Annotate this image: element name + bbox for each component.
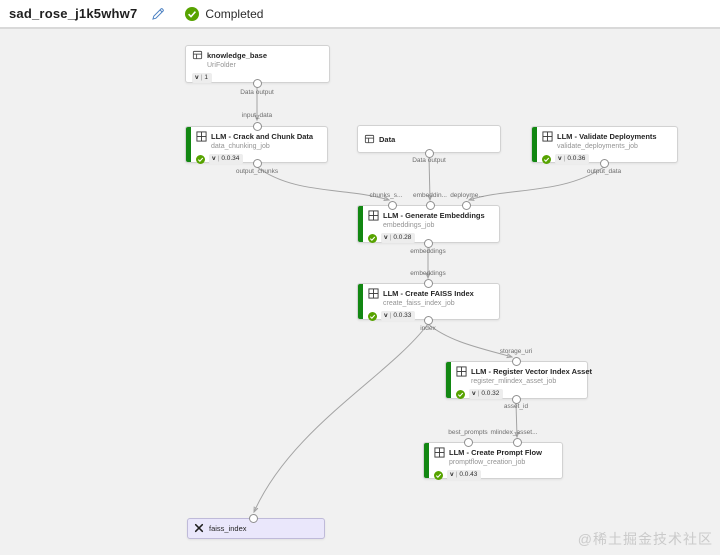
version-badge: v|0.0.33 xyxy=(381,311,416,321)
node-subtitle: validate_deployments_job xyxy=(557,143,638,150)
node-data[interactable]: Data xyxy=(357,125,501,153)
port-label: embeddings xyxy=(410,248,446,255)
success-check-icon xyxy=(196,154,205,164)
edge-faiss-to-faissindex-output[interactable] xyxy=(254,323,429,512)
edge-chunk-to-embeddings[interactable] xyxy=(256,166,389,200)
edge-faiss-to-register[interactable] xyxy=(427,323,512,357)
port-label: mlindex_asset... xyxy=(490,429,538,436)
node-title: LLM - Validate Deployments xyxy=(557,132,657,141)
node-title: faiss_index xyxy=(209,524,247,533)
x-dataset-icon xyxy=(194,523,205,534)
edit-pencil-icon[interactable] xyxy=(151,7,165,21)
port-label: asset_id xyxy=(503,403,529,410)
component-icon xyxy=(542,131,553,142)
watermark: @稀土掘金技术社区 xyxy=(577,531,713,547)
success-check-icon xyxy=(368,233,377,243)
node-subtitle: create_faiss_index_job xyxy=(383,300,455,307)
port-label: best_prompts xyxy=(448,429,488,436)
node-register-vector-index-asset[interactable]: LLM - Register Vector Index Asset regist… xyxy=(445,361,592,399)
version-badge: v|0.0.43 xyxy=(447,470,482,480)
port-promptflow-input-bestprompts[interactable] xyxy=(463,437,473,447)
node-status-bar xyxy=(358,284,363,319)
port-embeddings-input-embeddings[interactable] xyxy=(425,200,435,210)
version-badge: v|0.0.28 xyxy=(381,233,416,243)
version-badge: v|0.0.36 xyxy=(555,154,590,164)
version-badge: v|1 xyxy=(192,73,212,83)
success-check-icon xyxy=(434,470,443,480)
version-badge: v|0.0.32 xyxy=(469,389,504,399)
success-check-icon xyxy=(542,154,551,164)
port-register-input[interactable] xyxy=(511,356,521,366)
node-create-faiss-index[interactable]: LLM - Create FAISS Index create_faiss_in… xyxy=(357,283,500,321)
port-chunk-output[interactable] xyxy=(252,158,262,168)
port-label: output_data xyxy=(586,168,622,175)
port-label: deployme... xyxy=(450,192,484,199)
status-label: Completed xyxy=(205,6,264,21)
port-label: input_data xyxy=(241,112,273,119)
data-icon xyxy=(364,134,375,145)
version-badge: v|0.0.34 xyxy=(209,154,244,164)
data-icon xyxy=(192,50,203,61)
node-status-bar xyxy=(186,127,191,162)
edge-validate-to-embeddings[interactable] xyxy=(469,166,605,200)
run-status: Completed xyxy=(185,6,264,21)
node-title: knowledge_base xyxy=(207,51,268,60)
port-validate-output[interactable] xyxy=(599,158,609,168)
component-icon xyxy=(456,366,467,377)
edge-data-to-embeddings[interactable] xyxy=(429,156,430,200)
node-title: LLM - Create FAISS Index xyxy=(383,289,474,298)
pipeline-canvas[interactable]: knowledge_base UriFolder v|1 LLM - Crack… xyxy=(0,29,720,555)
node-title: LLM - Register Vector Index Asset xyxy=(471,367,593,376)
port-knowledgebase-output[interactable] xyxy=(252,78,262,88)
port-register-output[interactable] xyxy=(511,394,521,404)
port-embeddings-input-chunks[interactable] xyxy=(387,200,397,210)
port-faissindex-input[interactable] xyxy=(248,513,258,523)
port-label: index xyxy=(420,325,436,332)
node-title: Data xyxy=(379,134,396,144)
success-check-icon xyxy=(456,389,465,399)
node-title: LLM - Crack and Chunk Data xyxy=(211,132,314,141)
node-status-bar xyxy=(532,127,537,162)
node-subtitle: embeddings_job xyxy=(383,222,435,229)
node-subtitle: promptflow_creation_job xyxy=(449,459,526,466)
port-label: Data output xyxy=(240,89,274,96)
node-crack-and-chunk[interactable]: LLM - Crack and Chunk Data data_chunking… xyxy=(185,126,328,164)
port-label: Data output xyxy=(412,157,446,164)
node-subtitle: UriFolder xyxy=(207,62,236,69)
port-embeddings-output[interactable] xyxy=(423,238,433,248)
port-embeddings-input-deployment[interactable] xyxy=(461,200,471,210)
node-title: LLM - Generate Embeddings xyxy=(383,211,485,220)
port-chunk-input[interactable] xyxy=(252,121,262,131)
node-status-bar xyxy=(358,206,363,242)
port-faiss-input[interactable] xyxy=(423,278,433,288)
node-subtitle: register_mlindex_asset_job xyxy=(471,378,557,385)
node-generate-embeddings[interactable]: LLM - Generate Embeddings embeddings_job… xyxy=(357,205,500,243)
port-faiss-output[interactable] xyxy=(423,315,433,325)
edge-register-to-promptflow[interactable] xyxy=(516,402,517,437)
component-icon xyxy=(368,210,379,221)
success-check-icon xyxy=(368,311,377,321)
port-data-output[interactable] xyxy=(424,148,434,158)
node-validate-deployments[interactable]: LLM - Validate Deployments validate_depl… xyxy=(531,126,678,164)
run-title: sad_rose_j1k5whw7 xyxy=(9,6,138,21)
completed-check-icon xyxy=(185,6,200,21)
node-status-bar xyxy=(446,362,451,398)
node-create-prompt-flow[interactable]: LLM - Create Prompt Flow promptflow_crea… xyxy=(423,442,563,480)
component-icon xyxy=(196,131,207,142)
node-knowledge-base[interactable]: knowledge_base UriFolder v|1 xyxy=(185,45,330,83)
port-label: embeddings xyxy=(410,270,446,277)
run-header: sad_rose_j1k5whw7 Completed xyxy=(0,0,720,29)
port-label: embeddin... xyxy=(413,192,447,199)
node-subtitle: data_chunking_job xyxy=(211,143,270,150)
node-title: LLM - Create Prompt Flow xyxy=(449,448,542,457)
component-icon xyxy=(368,288,379,299)
port-label: chunks_s... xyxy=(369,192,403,199)
edges-layer xyxy=(0,87,605,555)
port-label: storage_uri xyxy=(499,348,533,355)
node-status-bar xyxy=(424,443,429,478)
component-icon xyxy=(434,447,445,458)
port-promptflow-input-mlindex[interactable] xyxy=(512,437,522,447)
port-label: output_chunks xyxy=(235,168,279,175)
